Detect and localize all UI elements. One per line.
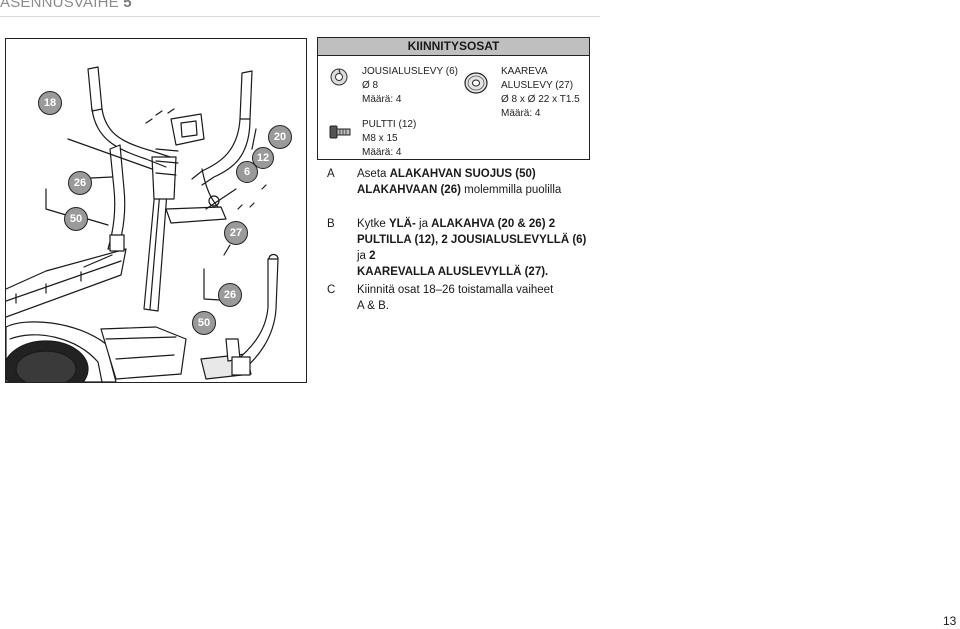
spring-washer-text: JOUSIALUSLEVY (6) Ø 8 Määrä: 4 bbox=[362, 66, 458, 105]
step-a-letter: A bbox=[327, 168, 335, 180]
callout-50-left: 50 bbox=[64, 207, 88, 231]
callout-18: 18 bbox=[38, 91, 62, 115]
page-number: 13 bbox=[943, 614, 957, 628]
step-a-text: Aseta ALAKAHVAN SUOJUS (50) ALAKAHVAAN (… bbox=[357, 168, 562, 196]
fasteners-title: KIINNITYSOSAT bbox=[318, 38, 589, 56]
callout-50-right: 50 bbox=[192, 311, 216, 335]
part-spring-washer: JOUSIALUSLEVY (6) Ø 8 Määrä: 4 bbox=[318, 56, 468, 106]
fasteners-box: KIINNITYSOSAT JOUSIALUSLEVY (6) Ø 8 Määr… bbox=[317, 37, 590, 160]
callout-27: 27 bbox=[224, 221, 248, 245]
step-c-text: Kiinnitä osat 18–26 toistamalla vaiheet … bbox=[357, 284, 554, 312]
step-b: B Kytke YLÄ- ja ALAKAHVA (20 & 26) 2 PUL… bbox=[327, 216, 607, 278]
step-b-letter: B bbox=[327, 218, 335, 230]
bolt-icon bbox=[329, 125, 351, 139]
callout-20: 20 bbox=[268, 125, 292, 149]
step-c: C Kiinnitä osat 18–26 toistamalla vaihee… bbox=[327, 282, 607, 316]
spring-washer-icon bbox=[330, 68, 348, 86]
bolt-text: PULTTI (12) M8 x 15 Määrä: 4 bbox=[362, 119, 417, 158]
assembly-diagram: 18 20 12 6 26 50 27 26 50 bbox=[5, 38, 307, 383]
part-curved-washer: KAAREVA ALUSLEVY (27) Ø 8 x Ø 22 x T1.5 … bbox=[458, 56, 588, 119]
step-b-text: Kytke YLÄ- ja ALAKAHVA (20 & 26) 2 PULTI… bbox=[357, 218, 587, 278]
callout-26-right: 26 bbox=[218, 283, 242, 307]
step-c-letter: C bbox=[327, 284, 336, 296]
assembly-drawing bbox=[6, 66, 279, 382]
step-heading: ASENNUSVAIHE 5 bbox=[0, 0, 132, 11]
step-a: A Aseta ALAKAHVAN SUOJUS (50) ALAKAHVAAN… bbox=[327, 166, 607, 200]
page-header: ASENNUSVAIHE 5 bbox=[0, 0, 600, 17]
callout-26-left: 26 bbox=[68, 171, 92, 195]
callout-12: 12 bbox=[252, 147, 274, 169]
part-bolt: PULTTI (12) M8 x 15 Määrä: 4 bbox=[318, 106, 468, 158]
callout-6: 6 bbox=[236, 161, 258, 183]
curved-washer-text: KAAREVA ALUSLEVY (27) Ø 8 x Ø 22 x T1.5 … bbox=[501, 66, 580, 119]
curved-washer-icon bbox=[464, 72, 488, 94]
